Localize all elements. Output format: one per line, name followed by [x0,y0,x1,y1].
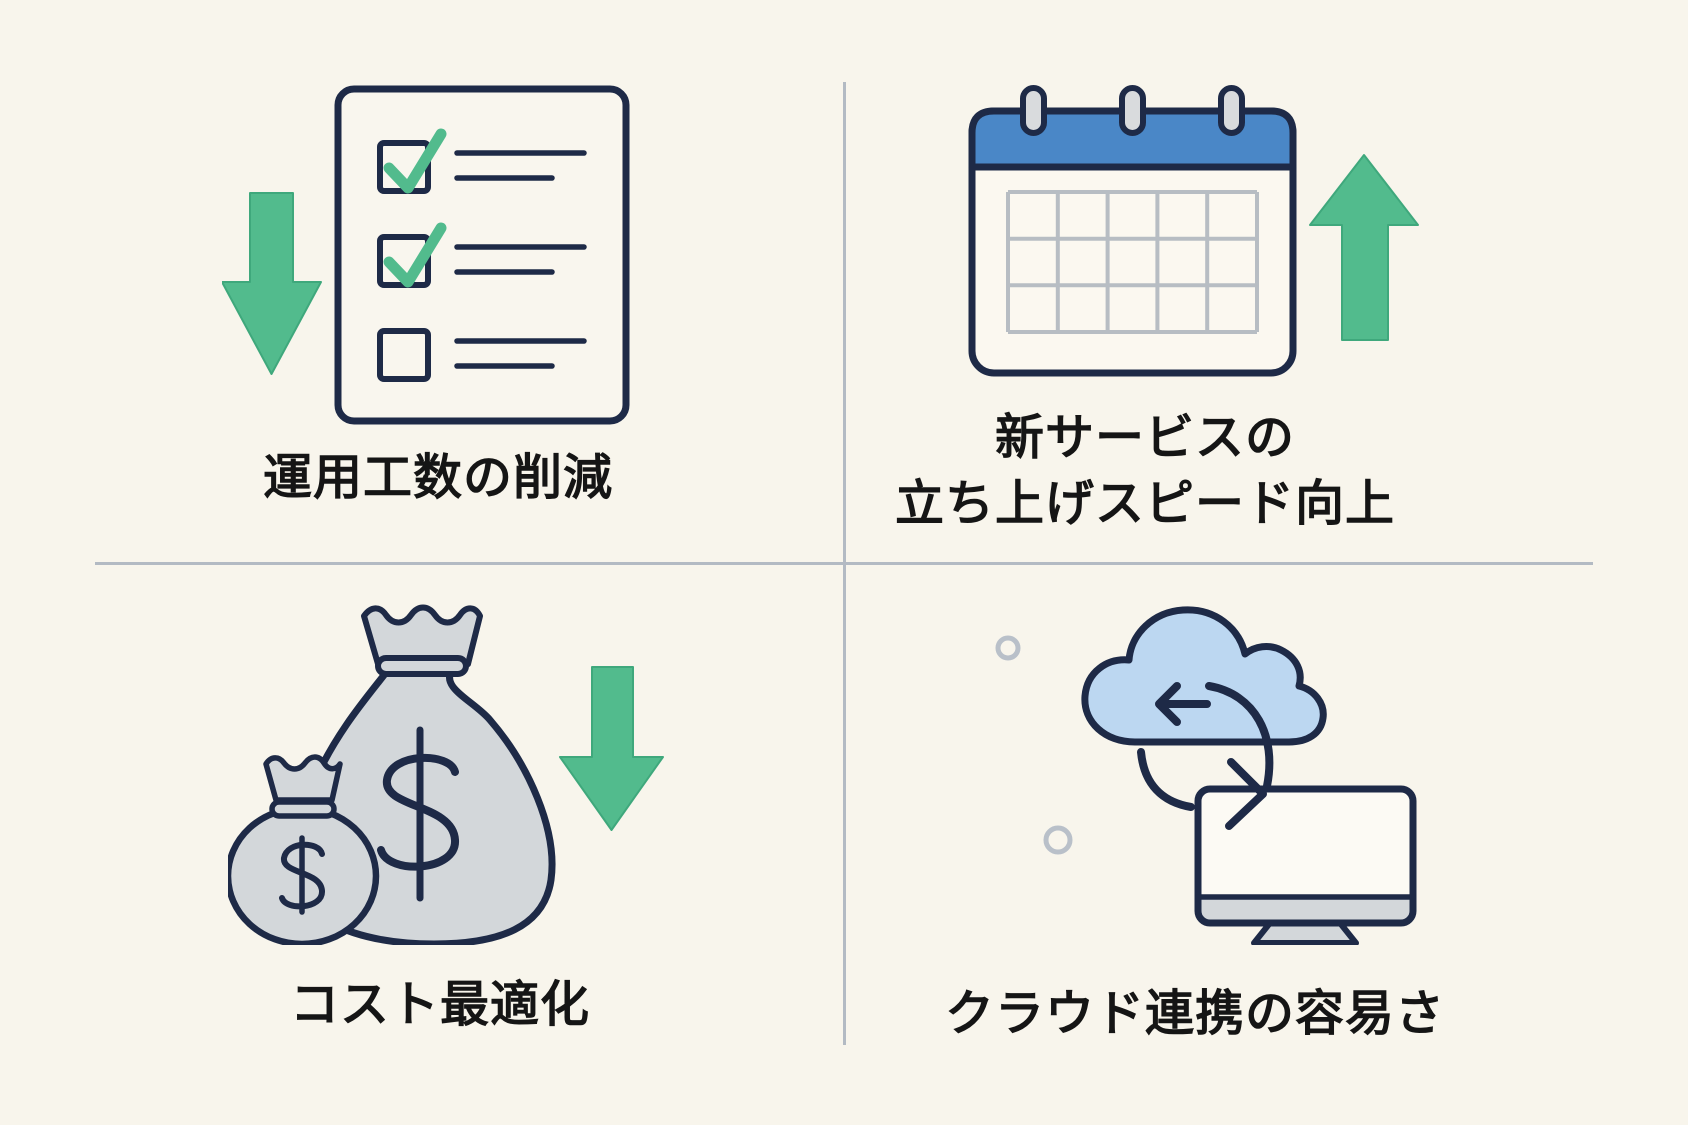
label-line-1: 新サービスの [994,411,1296,465]
checklist-with-down-arrow-graphic [222,85,630,425]
cloud-sync-icon [1081,606,1327,811]
calendar-grid [1006,190,1259,334]
big-bag-collar [375,655,469,677]
down-arrow-icon [222,192,322,375]
quadrant-label: クラウド連携の容易さ [944,987,1446,1041]
label-line-2: 立ち上げスピード向上 [894,477,1396,531]
quadrant-label: コスト最適化 [289,978,591,1032]
quadrant-label: 運用工数の削減 [262,451,614,505]
calendar-header [968,107,1297,171]
monitor-chin [1201,897,1410,920]
monitor-icon [1194,785,1417,945]
calendar-ring [1020,85,1047,136]
up-arrow-icon [1309,154,1419,341]
sync-arc-left [1137,748,1195,811]
checklist-icon [334,85,630,425]
sync-arc-right [1205,682,1274,790]
check-mark-icon [383,222,447,288]
small-bag-tie [263,754,343,803]
monitor-frame [1194,785,1417,927]
cloud-shape [1081,606,1327,746]
monitor-screen [1198,789,1413,923]
cloud-sync-with-monitor-graphic [995,606,1417,945]
calendar-icon [968,85,1297,377]
calendar-ring [1119,85,1146,136]
check-mark-icon [383,128,447,194]
dollar-sign-icon [377,726,459,902]
money-bags-with-down-arrow-graphic [228,604,664,945]
horizontal-divider [95,562,1593,565]
big-bag-tie [361,604,483,667]
dollar-sign-icon [279,835,325,915]
calendar-ring [1218,85,1245,136]
money-bags-icon [228,604,556,945]
list-text-lines [454,338,587,369]
checkbox-empty [377,328,431,382]
decorative-circle [995,635,1021,661]
left-arrow-icon [1155,682,1211,726]
down-arrow-icon [559,666,664,831]
small-bag-collar [269,799,337,819]
sync-arrowhead-icon [1225,758,1267,830]
list-text-lines [454,150,587,181]
list-text-lines [454,244,587,275]
decorative-circle [1043,825,1073,855]
calendar-with-up-arrow-graphic [968,85,1419,377]
quadrant-label: 新サービスの 立ち上げスピード向上 [895,405,1395,537]
